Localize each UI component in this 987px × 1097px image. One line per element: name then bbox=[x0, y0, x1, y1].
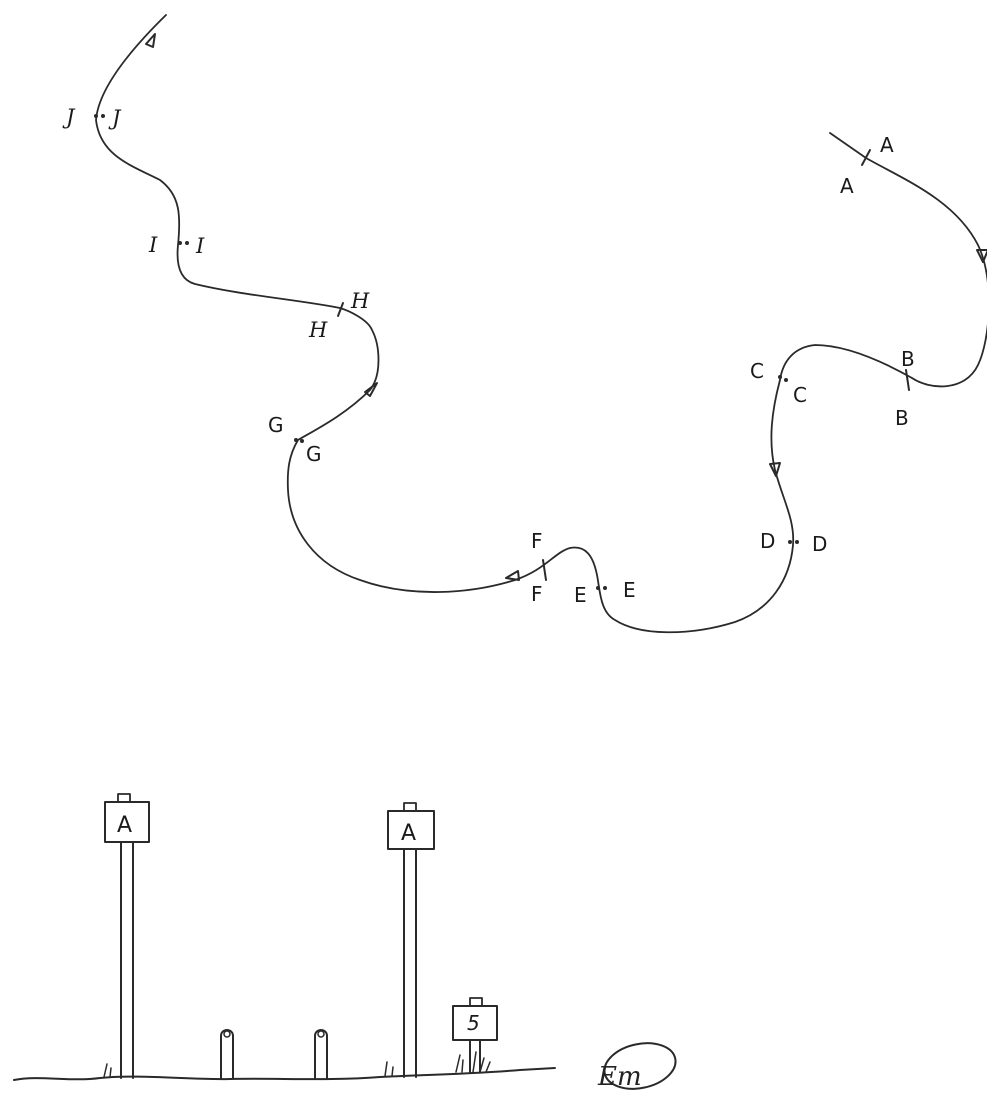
checkpoint-label-f-right: F bbox=[531, 582, 543, 606]
checkpoint-label-j-left: J bbox=[62, 105, 76, 129]
sign-hanger bbox=[469, 997, 483, 1007]
sign-hanger bbox=[403, 802, 417, 812]
sign-label: A bbox=[401, 821, 416, 846]
checkpoint-label-c-right: C bbox=[793, 383, 807, 407]
checkpoint-dot bbox=[795, 540, 799, 544]
checkpoint-label-j-right: J bbox=[108, 106, 122, 130]
signature-loop bbox=[603, 1042, 677, 1090]
checkpoint-dot bbox=[294, 438, 298, 442]
checkpoint-tick bbox=[542, 559, 547, 581]
sign-board bbox=[387, 810, 435, 850]
ground-sketch: A A 5 bbox=[13, 793, 556, 1081]
route-path bbox=[95, 14, 987, 634]
sign-label: 5 bbox=[467, 1011, 480, 1035]
signature: Em bbox=[597, 1042, 677, 1092]
checkpoint-markers bbox=[94, 114, 910, 590]
checkpoint-dot bbox=[300, 439, 304, 443]
route bbox=[95, 14, 987, 634]
sign-post-2: A bbox=[387, 802, 435, 1078]
arrow-icon bbox=[976, 249, 987, 263]
checkpoint-label-h-left: H bbox=[308, 318, 328, 342]
checkpoint-dot bbox=[603, 586, 607, 590]
stub-post bbox=[314, 1029, 328, 1079]
stub-post bbox=[220, 1029, 234, 1079]
checkpoint-dot bbox=[788, 540, 792, 544]
checkpoint-label-e-left: E bbox=[574, 583, 587, 607]
checkpoint-dot bbox=[185, 241, 189, 245]
checkpoint-label-a-right: A bbox=[880, 133, 894, 157]
arrow-icon bbox=[145, 33, 156, 48]
sign-board bbox=[104, 801, 150, 843]
checkpoint-label-d-right: D bbox=[812, 532, 827, 556]
arrow-icon bbox=[769, 462, 781, 477]
arrow-icon bbox=[364, 382, 378, 397]
checkpoint-label-i-right: I bbox=[195, 234, 205, 258]
checkpoint-label-b-left: B bbox=[901, 347, 915, 371]
checkpoint-label-e-right: E bbox=[623, 578, 636, 602]
checkpoint-dot bbox=[778, 375, 782, 379]
checkpoint-dot bbox=[784, 378, 788, 382]
sign-post-1: A bbox=[104, 793, 150, 1079]
arrow-icon bbox=[505, 570, 520, 581]
checkpoint-label-g-right: G bbox=[306, 442, 322, 466]
grass-tuft bbox=[103, 1061, 394, 1078]
checkpoint-tick bbox=[905, 369, 910, 391]
checkpoint-dot bbox=[596, 586, 600, 590]
checkpoint-labels: A A B B C C D D E E F F G G H H I I J J bbox=[62, 105, 915, 607]
grass-tuft bbox=[455, 1051, 491, 1073]
checkpoint-label-c-left: C bbox=[750, 359, 764, 383]
checkpoint-tick bbox=[861, 149, 871, 166]
checkpoint-dot bbox=[94, 114, 98, 118]
checkpoint-label-g-left: G bbox=[268, 413, 284, 437]
checkpoint-label-h-right: H bbox=[350, 289, 370, 313]
checkpoint-label-f-left: F bbox=[531, 529, 543, 553]
sign-label: A bbox=[117, 813, 132, 838]
sign-post-3: 5 bbox=[452, 997, 498, 1073]
checkpoint-label-d-left: D bbox=[760, 529, 775, 553]
ground-line bbox=[13, 1067, 556, 1081]
checkpoint-label-b-right: B bbox=[895, 406, 909, 430]
sign-hanger bbox=[117, 793, 131, 803]
checkpoint-label-i-left: I bbox=[148, 233, 158, 257]
signature-text: Em bbox=[597, 1062, 642, 1092]
checkpoint-dot bbox=[101, 114, 105, 118]
checkpoint-dot bbox=[178, 241, 182, 245]
sign-board bbox=[452, 1005, 498, 1041]
checkpoint-tick bbox=[337, 302, 344, 317]
checkpoint-label-a-left: A bbox=[840, 174, 854, 198]
